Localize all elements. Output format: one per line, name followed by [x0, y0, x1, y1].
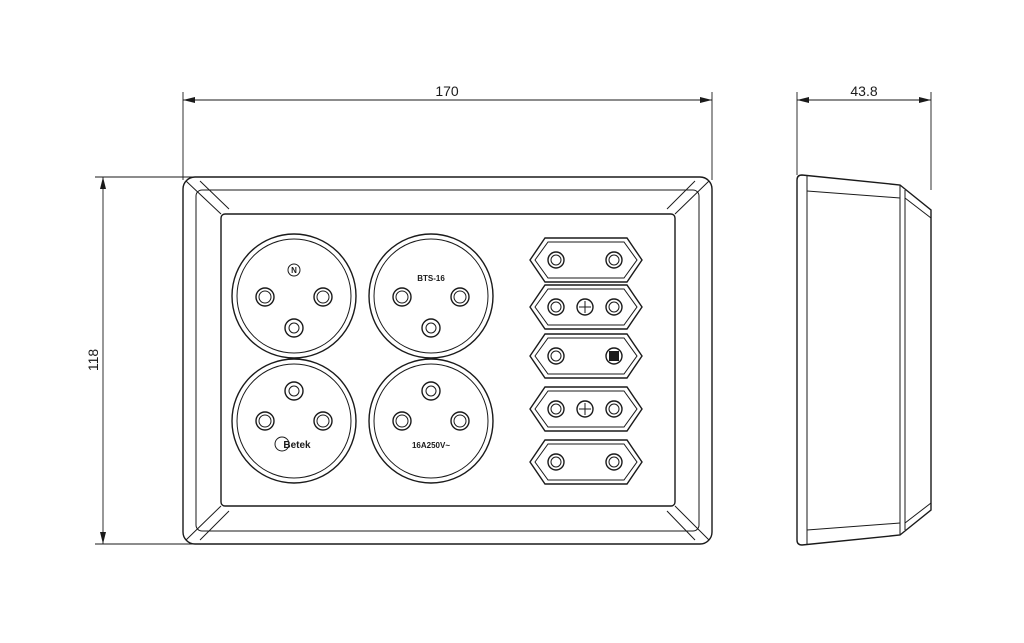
front-view-housing — [182, 176, 713, 545]
width-dimension: 170 — [182, 83, 713, 180]
rating-label: 16A250V~ — [412, 441, 450, 450]
circle-n-icon: N — [287, 263, 301, 277]
brand-logo-icon: Betek — [274, 436, 311, 452]
euro-socket-4[interactable] — [529, 386, 643, 432]
socket-bottom-left[interactable]: Betek — [231, 358, 357, 484]
screw-icon — [576, 400, 594, 418]
euro-socket-2[interactable] — [529, 284, 643, 330]
euro-socket-1[interactable] — [529, 237, 643, 283]
depth-dimension: 43.8 — [796, 83, 932, 190]
width-label: 170 — [435, 83, 459, 99]
socket-model-label: BTS-16 — [417, 274, 445, 283]
socket-top-left[interactable]: N — [231, 233, 357, 359]
socket-top-right[interactable]: BTS-16 — [368, 233, 494, 359]
svg-text:N: N — [291, 266, 297, 275]
euro-socket-5[interactable] — [529, 439, 643, 485]
height-label: 118 — [85, 349, 101, 372]
euro-socket-3[interactable] — [529, 333, 643, 379]
brand-label: Betek — [283, 440, 311, 451]
socket-bottom-right[interactable]: 16A250V~ — [368, 358, 494, 484]
screw-icon — [576, 298, 594, 316]
side-view-housing — [796, 174, 932, 546]
depth-label: 43.8 — [850, 83, 877, 99]
indicator-icon — [605, 347, 623, 365]
height-dimension: 118 — [85, 176, 200, 545]
